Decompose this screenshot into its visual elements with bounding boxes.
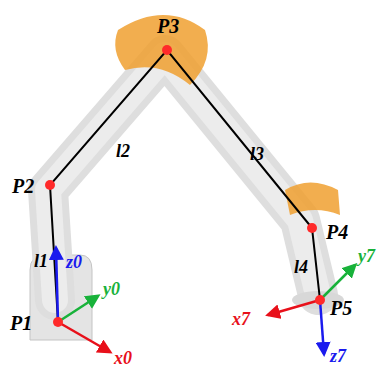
axis-label: z0: [66, 253, 82, 271]
axis-label: x0: [114, 349, 132, 367]
point-label: P2: [12, 176, 34, 196]
frame-7: [268, 265, 355, 354]
axis-label: z7: [330, 347, 346, 365]
point-label: P3: [157, 16, 179, 36]
axis-label: y0: [103, 280, 120, 298]
link-lines: [50, 50, 320, 322]
link-label: l2: [116, 142, 130, 160]
axis-label: x7: [232, 310, 250, 328]
link-label: l1: [34, 252, 48, 270]
frame-0: [56, 248, 110, 352]
joint-dots: [45, 45, 325, 327]
point-label: P5: [330, 298, 352, 318]
link-label: l4: [294, 258, 308, 276]
robot-body: [30, 15, 344, 340]
point-label: P4: [326, 222, 348, 242]
link-label: l3: [250, 145, 264, 163]
point-label: P1: [10, 313, 32, 333]
axis-label: y7: [358, 247, 375, 265]
